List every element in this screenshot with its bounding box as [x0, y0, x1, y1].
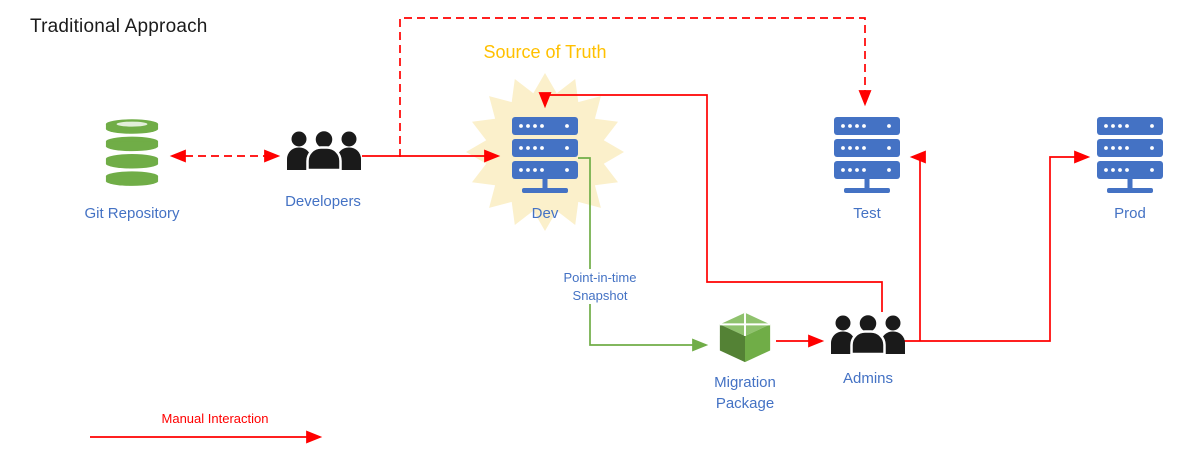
dev-label: Dev — [531, 205, 559, 222]
admins-people-icon — [831, 314, 905, 354]
test-server-icon — [834, 117, 900, 193]
prod-server-icon — [1097, 117, 1163, 193]
database-icon — [105, 119, 159, 186]
dev-server-icon — [512, 117, 578, 193]
edge-developers-test — [399, 17, 872, 157]
page-title: Traditional Approach — [30, 16, 208, 37]
migration-package-icon — [719, 312, 771, 363]
legend-label: Manual Interaction — [161, 411, 269, 426]
snapshot-label: Point-in-time Snapshot — [548, 269, 652, 305]
prod-label: Prod — [1114, 205, 1146, 222]
edge-admins-test — [909, 150, 926, 341]
source-of-truth-label: Source of Truth — [483, 42, 607, 62]
admins-label: Admins — [842, 370, 894, 387]
developers-people-icon — [287, 130, 361, 170]
edge-admins-dev — [538, 92, 883, 312]
developers-label: Developers — [285, 193, 361, 210]
git-repository-label: Git Repository — [84, 205, 180, 222]
migration-package-label: Migration Package — [714, 374, 776, 412]
edge-dev-package — [578, 157, 709, 352]
edge-admins-prod — [902, 150, 1091, 342]
test-label: Test — [853, 205, 881, 222]
